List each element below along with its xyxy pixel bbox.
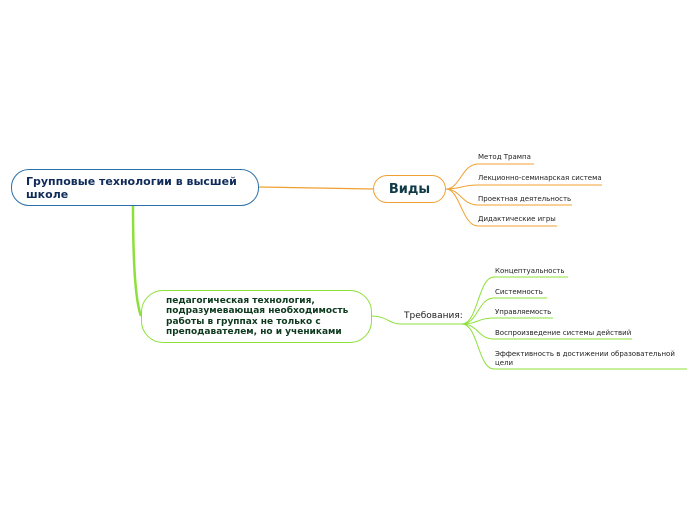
requirements-label[interactable]: Требования: <box>404 311 463 321</box>
root-topic-label: Групповые технологии в высшей школе <box>26 174 237 201</box>
edge-root-description <box>131 205 143 317</box>
edge-types-leaf-2 <box>445 184 602 190</box>
description-node[interactable]: педагогическая технология, подразумевающ… <box>141 290 372 343</box>
types-label: Виды <box>388 181 431 197</box>
edge-req-leaf-1 <box>461 276 568 325</box>
edge-req-leaf-3 <box>461 317 553 325</box>
types-node[interactable]: Виды <box>373 175 446 203</box>
types-item-2[interactable]: Лекционно-семинарская система <box>478 174 602 182</box>
description-label: педагогическая технология, подразумевающ… <box>166 295 349 338</box>
requirements-item-5[interactable]: Эффективность в достижении образовательн… <box>495 350 675 367</box>
requirements-item-4[interactable]: Воспроизведение системы действий <box>495 329 632 337</box>
edge-description-requirements <box>371 315 462 325</box>
edge-req-leaf-2 <box>461 297 547 325</box>
edge-types-leaf-4 <box>445 188 557 227</box>
root-topic-node[interactable]: Групповые технологии в высшей школе <box>11 169 259 206</box>
types-item-3[interactable]: Проектная деятельность <box>478 195 572 203</box>
types-item-4[interactable]: Дидактические игры <box>478 215 556 223</box>
edge-req-leaf-5 <box>461 323 687 370</box>
edge-root-types <box>258 186 374 190</box>
edge-types-leaf-1 <box>445 163 534 190</box>
requirements-item-1[interactable]: Концептуальность <box>495 267 565 275</box>
types-item-1[interactable]: Метод Трампа <box>478 153 531 161</box>
requirements-item-2[interactable]: Системность <box>495 288 543 296</box>
requirements-item-3[interactable]: Управляемость <box>495 308 552 316</box>
edge-req-leaf-4 <box>461 323 632 340</box>
